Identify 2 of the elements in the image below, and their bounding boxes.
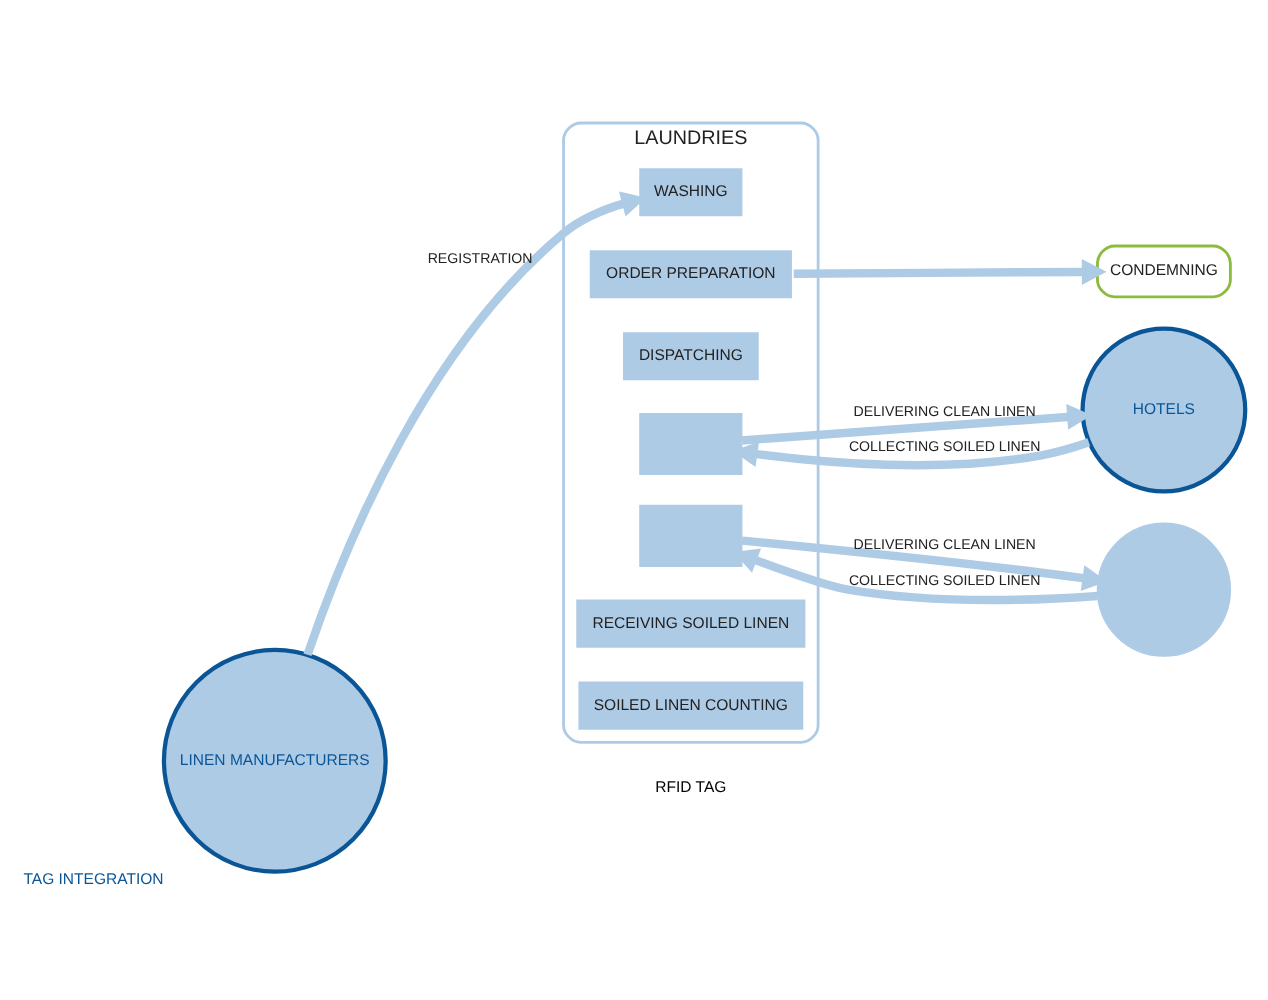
- label: RFID TAG: [655, 777, 727, 796]
- node-label: TAG INTEGRATION: [23, 869, 164, 888]
